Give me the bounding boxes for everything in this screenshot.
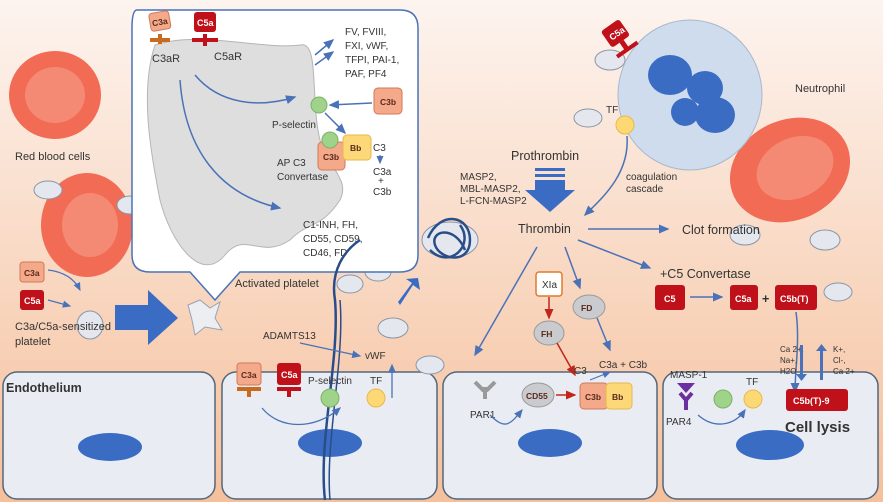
big-arrow <box>115 290 178 345</box>
center-coag-0-text: coagulation <box>626 172 677 183</box>
vwf: ADAMTS13 vWF <box>263 217 479 501</box>
platelet-panel-c3-text: C3 <box>373 143 386 154</box>
center-par1-text: PAR1 <box>470 410 496 421</box>
center-c3b-text: C3b <box>585 392 601 402</box>
center-c5-text: C5 <box>664 294 676 304</box>
c3a-receptor: C3a C3aR <box>148 10 180 65</box>
activated-platelet-label: Activated platelet <box>235 278 319 290</box>
neutrophil: TF Neutrophil C5a coagulation cascade <box>583 19 845 217</box>
platelet-panel-released-factors-3-text: PAF, PF4 <box>345 69 387 80</box>
sensitized-platelet: C3a C5a C3a/C5a-sensitized platelet <box>15 261 223 348</box>
center-c5a-text: C5a <box>735 294 753 304</box>
platelet-panel-c3-products-2-text: C3b <box>373 187 392 198</box>
left-c3a-text: C3a <box>24 268 40 278</box>
platelet-panel-regulators-1-text: CD55, CD59, <box>303 234 362 245</box>
center-masp-0-text: MASP2, <box>460 172 497 183</box>
endothelium-tf2-text: TF <box>746 377 758 388</box>
platelet-panel-ap-convertase-0-text: AP C3 <box>277 158 306 169</box>
center-c5bt-text: C5b(T) <box>780 294 809 304</box>
center-xia-text: XIa <box>542 280 557 291</box>
endothelium-c3a-text: C3a <box>241 370 257 380</box>
nucleus <box>78 433 142 461</box>
platelet-panel-c3-products-0-text: C3a <box>373 167 392 178</box>
platelet-panel-c3ar-text: C3aR <box>152 53 180 65</box>
red-blood-cells: Red blood cells <box>9 51 851 277</box>
left-sensitized-0-text: C3a/C5a-sensitized <box>15 321 111 333</box>
platelet-panel-c5ar-text: C5aR <box>214 51 242 63</box>
left-sensitized-1-text: platelet <box>15 336 50 348</box>
center-c5-convertase-text: +C5 Convertase <box>660 267 751 281</box>
platelet-panel-bb-text: Bb <box>350 143 361 153</box>
nucleus <box>518 429 582 457</box>
platelet-panel-regulators-2-text: CD46, FD <box>303 248 347 259</box>
endothelium-c5a-text: C5a <box>281 370 299 380</box>
platelet-panel-c5a-text: C5a <box>197 18 215 28</box>
neutrophil-tf-text: TF <box>606 105 618 116</box>
center-vwf-text: vWF <box>365 351 386 362</box>
center-coag-1-text: cascade <box>626 184 664 195</box>
endothelium-ions-out-0-text: K+, <box>833 345 845 354</box>
cell-lysis-area: MASP-1 PAR4 TF Ca 2+, Na+, H2O K+, Cl-, … <box>666 344 855 436</box>
rbc-label: Red blood cells <box>15 151 91 163</box>
endothelium-ions-in-1-text: Na+, <box>780 356 797 365</box>
activated-platelet-small <box>187 299 223 336</box>
platelet-panel-c3-products-1-text: + <box>378 176 384 187</box>
nucleus <box>736 430 804 460</box>
endothelium-ions-out-2-text: Ca 2+ <box>833 367 855 376</box>
platelet-panel-regulators-0-text: C1-INH, FH, <box>303 220 358 231</box>
endothelium-masp1-text: MASP-1 <box>670 370 708 381</box>
activated-platelet-panel: C3a C3aR C5a C5aR FV, FVIII, FXI, vWF, T… <box>131 9 419 302</box>
platelet-panel-c3a-text: C3a <box>151 16 168 29</box>
platelet-panel-p-selectin-text: P-selectin <box>272 120 316 131</box>
center-c3-products-text: C3a + C3b <box>599 360 648 371</box>
endothelium-ions-in-2-text: H2O <box>780 367 796 376</box>
thrombin-label: Thrombin <box>518 222 571 236</box>
nucleus <box>298 429 362 457</box>
center-bb-text: Bb <box>612 392 623 402</box>
center-adamts13-text: ADAMTS13 <box>263 331 316 342</box>
mac-label: C5b(T)-9 <box>793 396 830 406</box>
left-c5a-text: C5a <box>24 296 42 306</box>
p-selectin-dot <box>310 96 328 114</box>
c5a-receptor: C5a C5aR <box>192 12 242 63</box>
center-cd55-text: CD55 <box>526 391 548 401</box>
center-masp-1-text: MBL-MASP2, <box>460 184 521 195</box>
platelet-panel-released-factors-0-text: FV, FVIII, <box>345 27 386 38</box>
endothelium-p-selectin-text: P-selectin <box>308 376 352 387</box>
platelet-panel-c3b-text: C3b <box>380 97 396 107</box>
center-masp-2-text: L-FCN-MASP2 <box>460 196 527 207</box>
endothelium-tf-text: TF <box>370 376 382 387</box>
endothelium-label: Endothelium <box>6 381 82 395</box>
endothelium-receptors-1: C3a C5a P-selectin TF <box>236 362 396 426</box>
center-fd-text: FD <box>581 303 592 313</box>
c3b-box <box>373 87 403 115</box>
center-prothrombin-text: Prothrombin <box>511 149 579 163</box>
center-fh-text: FH <box>541 329 552 339</box>
center-clot-text: Clot formation <box>682 223 760 237</box>
endothelium-ions-out-1-text: Cl-, <box>833 356 845 365</box>
thrombin-pathway: Prothrombin MASP2, MBL-MASP2, L-FCN-MASP… <box>460 149 817 425</box>
platelet-panel-released-factors-1-text: FXI, vWF, <box>345 41 388 52</box>
endothelium-ions-in-0-text: Ca 2+, <box>780 345 804 354</box>
neutrophil-label: Neutrophil <box>795 83 845 95</box>
platelet-panel-ap-convertase-1-text: Convertase <box>277 172 329 183</box>
cell-lysis-label: Cell lysis <box>785 419 850 436</box>
platelet-panel-released-factors-2-text: TFPI, PAI-1, <box>345 55 399 66</box>
tf-dot <box>615 115 635 135</box>
platelet-panel-convertase-c3b-text: C3b <box>323 152 339 162</box>
center-plus-text: + <box>762 292 769 306</box>
endothelium-par4-text: PAR4 <box>666 417 692 428</box>
center-c3-text: C3 <box>574 366 587 377</box>
